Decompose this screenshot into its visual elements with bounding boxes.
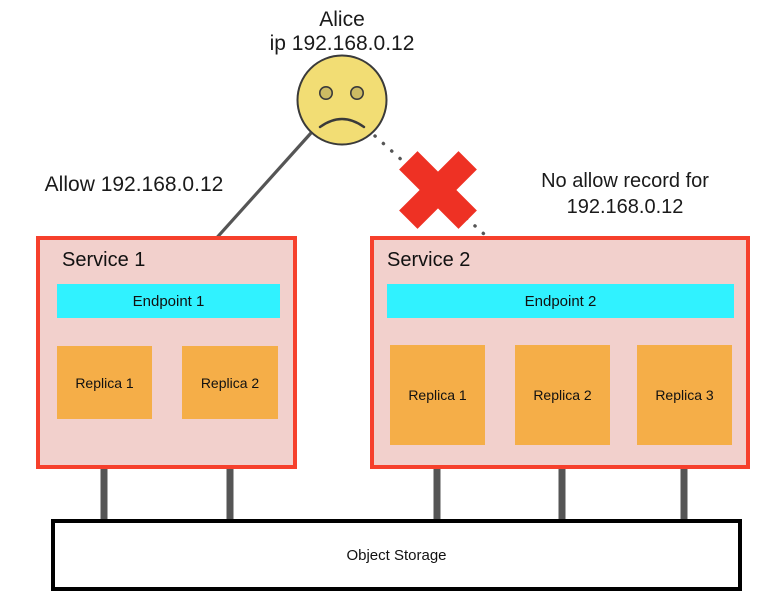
object-storage-container[interactable]: Object Storage xyxy=(51,519,742,591)
service-1-replica-2[interactable]: Replica 2 xyxy=(182,346,278,419)
service-2-replica-1[interactable]: Replica 1 xyxy=(390,345,485,445)
actor-ip-label: ip 192.168.0.12 xyxy=(269,32,415,55)
sad-face-icon xyxy=(296,54,388,146)
service-1-replica-1[interactable]: Replica 1 xyxy=(57,346,152,419)
service-1-title: Service 1 xyxy=(62,249,146,271)
actor-name-label: Alice xyxy=(319,8,365,31)
service-2-title: Service 2 xyxy=(387,249,471,271)
service-2-endpoint[interactable]: Endpoint 2 xyxy=(387,284,734,318)
service-2-replica-2[interactable]: Replica 2 xyxy=(515,345,610,445)
object-storage-label: Object Storage xyxy=(346,546,447,564)
red-x-icon xyxy=(399,151,477,229)
allow-rule-note: Allow 192.168.0.12 xyxy=(44,173,224,196)
service-2-replica-3[interactable]: Replica 3 xyxy=(637,345,732,445)
service-1-endpoint[interactable]: Endpoint 1 xyxy=(57,284,280,318)
deny-rule-note: No allow record for 192.168.0.12 xyxy=(541,170,709,218)
